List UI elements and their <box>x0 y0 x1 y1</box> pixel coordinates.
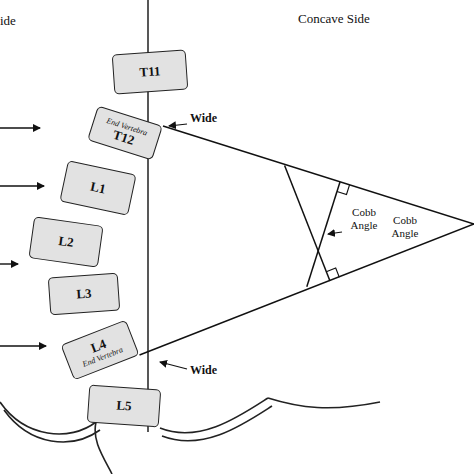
vertebra-box: L4End Vertebra <box>60 320 139 381</box>
vertebra-label: L5 <box>116 398 132 413</box>
angle-label: Cobb Angle <box>388 214 422 240</box>
vertebra-box: L5 <box>87 385 161 428</box>
vertebra-label: L1 <box>89 180 107 197</box>
vertebra-box: L1 <box>59 160 136 216</box>
wide-label: Wide <box>190 364 217 377</box>
vertebra-label: L2 <box>58 234 75 250</box>
angle-label: Cobb Angle <box>344 206 384 232</box>
vertebra-label: T11 <box>139 64 161 79</box>
cobb-lines <box>140 126 474 355</box>
leader-arrows <box>160 124 342 369</box>
pelvis-outline <box>0 398 380 474</box>
vertebra-box: L3 <box>48 273 120 316</box>
vertebra-box: T11 <box>112 49 189 94</box>
side-heading: ide <box>0 14 16 27</box>
wide-label: Wide <box>190 112 217 125</box>
side-heading: Concave Side <box>298 12 370 25</box>
vertebra-box: L2 <box>28 216 103 267</box>
vertebra-box: End VertebraT12 <box>87 106 163 161</box>
vertebra-label: L3 <box>76 286 92 301</box>
